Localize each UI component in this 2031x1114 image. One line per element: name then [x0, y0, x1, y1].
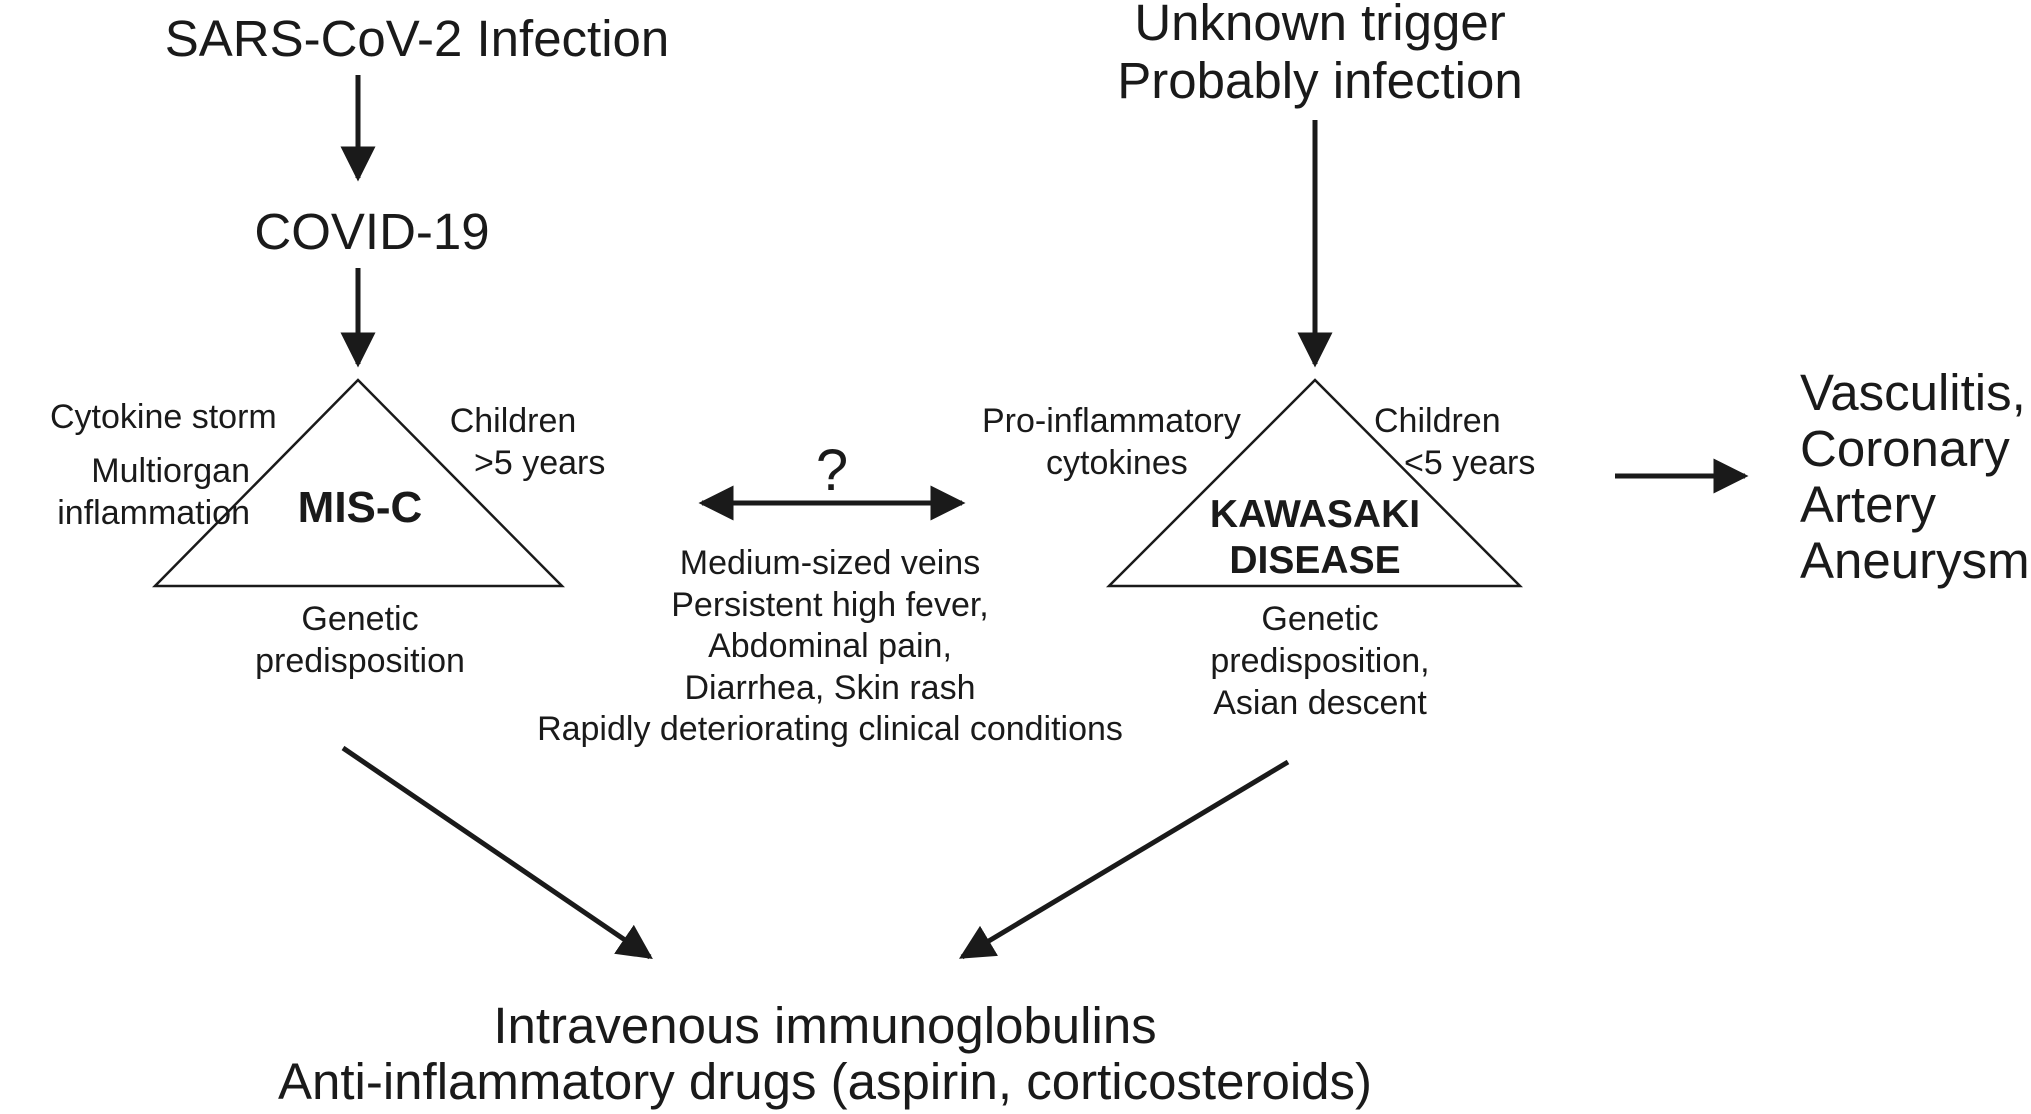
unknown-trigger-line-2: Probably infection	[1117, 52, 1523, 109]
treatment-label: Intravenous immunoglobulins Anti-inflamm…	[260, 998, 1390, 1110]
misc-age-line-2: >5 years	[474, 444, 606, 482]
misc-title: MIS-C	[297, 483, 423, 532]
misc-cytokine-storm-label: Cytokine storm	[50, 398, 277, 436]
outcome-line-2: Coronary	[1800, 420, 2010, 477]
arrow-kawasaki-to-treatment	[958, 759, 1290, 960]
shared-feature-item: Medium-sized veins	[679, 544, 981, 582]
kawasaki-cytokines-line-1: Pro-inflammatory	[982, 402, 1241, 440]
triangle-kawasaki	[1105, 378, 1524, 588]
shared-features-list: Medium-sized veins Persistent high fever…	[480, 543, 1180, 751]
kawasaki-title: KAWASAKI DISEASE	[1165, 492, 1465, 584]
misc-age-label: Children >5 years	[428, 400, 606, 484]
arrow-misc-to-treatment	[341, 745, 653, 960]
kawasaki-genetic-line-1: Genetic	[1261, 600, 1379, 638]
outcome-line-3: Artery	[1800, 476, 1937, 533]
misc-multiorgan-line-2: inflammation	[57, 494, 250, 532]
kawasaki-title-line-1: KAWASAKI	[1209, 493, 1421, 536]
kawasaki-age-label: Children <5 years	[1374, 400, 1574, 484]
kawasaki-genetic-label: Genetic predisposition, Asian descent	[1150, 598, 1490, 724]
misc-genetic-line-1: Genetic	[301, 600, 419, 638]
kawasaki-genetic-line-3: Asian descent	[1213, 684, 1427, 722]
kawasaki-genetic-line-2: predisposition,	[1210, 642, 1430, 680]
kawasaki-cytokines-line-2: cytokines	[1046, 444, 1188, 482]
treatment-line-2: Anti-inflammatory drugs (aspirin, cortic…	[277, 1053, 1372, 1110]
misc-genetic-line-2: predisposition	[255, 642, 465, 680]
shared-feature-item: Abdominal pain,	[708, 627, 952, 665]
kawasaki-age-line-2: <5 years	[1404, 444, 1536, 482]
misc-multiorgan-line-1: Multiorgan	[91, 452, 250, 490]
outcome-line-1: Vasculitis,	[1800, 365, 2026, 421]
kawasaki-age-line-1: Children	[1374, 402, 1501, 440]
shared-feature-item: Rapidly deteriorating clinical condition…	[537, 710, 1123, 748]
covid-19-label: COVID-19	[254, 203, 490, 260]
unknown-trigger-label: Unknown trigger Probably infection	[1060, 0, 1580, 110]
kawasaki-title-line-2: DISEASE	[1229, 539, 1401, 582]
kawasaki-cytokines-label: Pro-inflammatory cytokines	[970, 400, 1300, 484]
misc-genetic-label: Genetic predisposition	[190, 598, 530, 682]
treatment-line-1: Intravenous immunoglobulins	[493, 997, 1157, 1054]
unknown-trigger-line-1: Unknown trigger	[1134, 0, 1506, 51]
misc-multiorgan-label: Multiorgan inflammation	[0, 450, 250, 534]
outcome-label: Vasculitis, Coronary Artery Aneurysm	[1800, 365, 2031, 589]
triangle-misc	[152, 378, 565, 588]
outcome-line-4: Aneurysm	[1800, 532, 2030, 589]
misc-age-line-1: Children	[449, 402, 577, 440]
shared-feature-item: Diarrhea, Skin rash	[684, 668, 976, 707]
question-mark: ?	[815, 438, 849, 503]
sars-cov-2-infection-label: SARS-CoV-2 Infection	[164, 10, 670, 67]
shared-feature-item: Persistent high fever,	[671, 585, 989, 624]
